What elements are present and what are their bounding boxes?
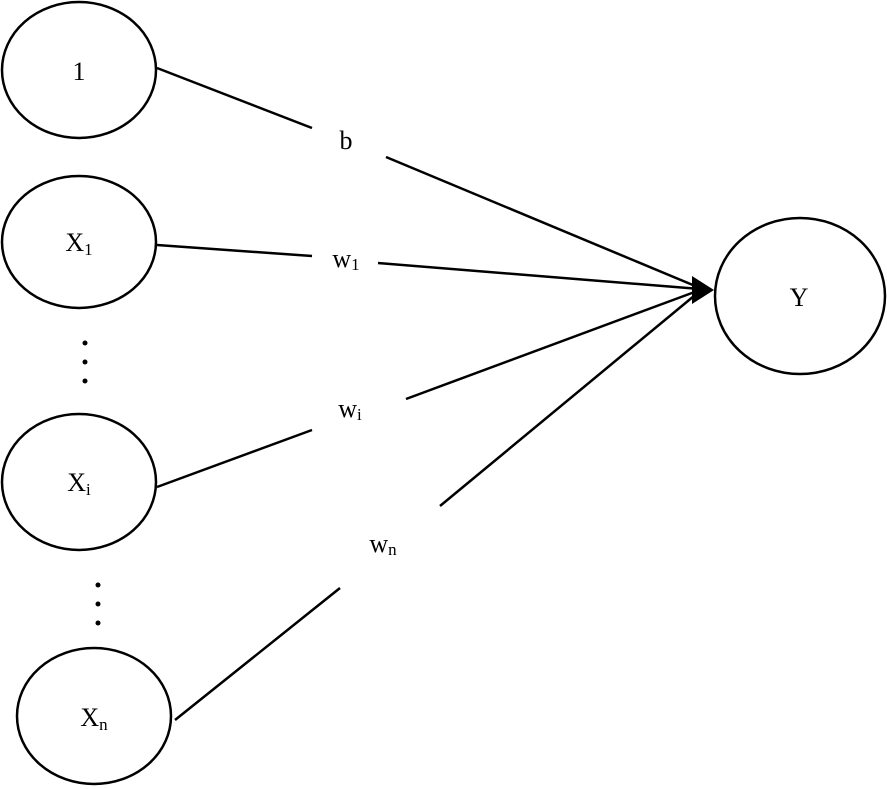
edge-xi-in [156, 428, 313, 489]
edge-xi-out [405, 288, 701, 401]
edge-xn-out [439, 290, 701, 507]
input-node-x1-label: X1 [65, 228, 92, 259]
input-node-xi: Xi [0, 412, 158, 552]
ellipsis-dots-upper [82, 340, 88, 384]
input-node-bias-circle [0, 0, 158, 140]
edges [156, 66, 714, 721]
input-node-xn-circle [15, 646, 173, 786]
ellipsis-dot [95, 582, 101, 588]
edge-bias-out [385, 155, 701, 290]
weight-label-wi: wi [338, 394, 362, 424]
edge-xn-in [174, 587, 341, 721]
edge-x1-out [377, 261, 701, 291]
weight-label-wi-subscript: i [357, 405, 362, 424]
weight-label-w1-subscript: 1 [351, 255, 360, 274]
ellipsis-dot [95, 601, 101, 607]
weight-label-wn-subscript: n [388, 540, 397, 559]
input-node-bias-label: 1 [73, 57, 86, 86]
input-node-bias: 1 [0, 0, 158, 140]
input-node-x1-circle [0, 174, 158, 310]
ellipsis-dot [95, 620, 101, 626]
weight-label-wn: wn [369, 529, 397, 559]
input-node-xi-label: Xi [67, 468, 91, 499]
edge-bias-in [156, 66, 313, 130]
input-node-xi-subscript: i [86, 480, 91, 499]
arrow-head [692, 276, 714, 304]
input-node-xi-circle [0, 412, 158, 552]
edge-x1-in [156, 243, 313, 258]
ellipsis-dot [82, 378, 88, 384]
output-node-y-label: Y [790, 283, 809, 312]
weight-label-w1: w1 [332, 244, 359, 274]
ellipsis-dot [82, 340, 88, 346]
input-node-xn: Xn [15, 646, 173, 786]
ellipsis-dot [82, 359, 88, 365]
output-node-y: Y [713, 216, 887, 376]
input-node-xn-subscript: n [99, 715, 108, 734]
ellipsis-dots-lower [95, 582, 101, 626]
weight-label-b: b [340, 126, 353, 155]
input-node-x1: X1 [0, 174, 158, 310]
input-node-x1-subscript: 1 [84, 240, 93, 259]
input-node-xn-label: Xn [80, 703, 108, 734]
output-node-y-circle [713, 216, 887, 376]
